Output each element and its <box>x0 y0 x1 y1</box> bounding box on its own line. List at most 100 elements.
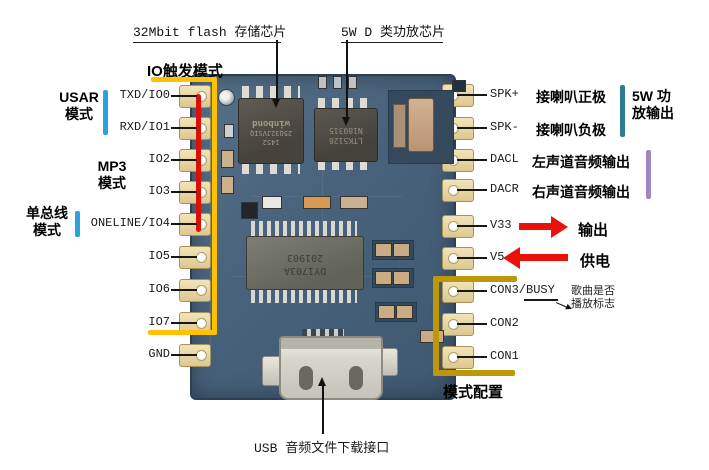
amp-output-label: 5W 功 放输出 <box>632 88 692 122</box>
pin-leader <box>457 94 487 96</box>
v5-desc: 供电 <box>580 253 611 270</box>
spk-plus-desc: 接喇叭正极 <box>536 89 606 105</box>
usb-contacts <box>302 329 344 338</box>
usb-label: USB 音频文件下载接口 <box>254 441 390 456</box>
pin-label-v33: V33 <box>490 218 512 232</box>
usb-slot <box>349 366 363 390</box>
pin-leader <box>171 127 197 129</box>
pin-leader <box>457 189 487 191</box>
mp3-mode-line1: MP3 <box>97 158 127 174</box>
usb-lip <box>281 338 381 349</box>
v5-arrow-icon <box>503 247 520 269</box>
pin-leader <box>457 257 487 259</box>
pin-label-txd-io0: TXD/IO0 <box>119 88 170 102</box>
busy-note: 歌曲是否 播放标志 <box>571 285 615 311</box>
capacitor <box>393 104 406 148</box>
flash-marking-brand: winbond <box>252 117 290 128</box>
amp-output-bar <box>620 85 625 137</box>
capacitor <box>303 196 331 209</box>
gold-bracket-vertical <box>433 276 439 376</box>
pad-hole <box>196 350 207 361</box>
pin-leader <box>457 356 487 358</box>
amp-chip-label: 5W D 类功放芯片 <box>341 21 445 43</box>
pin-label-io3: IO3 <box>148 184 170 198</box>
edge-pad <box>333 76 342 89</box>
yellow-bracket-vertical <box>212 77 217 335</box>
capacitor <box>221 176 234 194</box>
pin-label-io5: IO5 <box>148 249 170 263</box>
amp-output-line1: 5W 功 <box>632 88 671 104</box>
amp-marking-code: N180315 <box>329 126 363 135</box>
mcu-marking-code: 201903 <box>286 252 324 263</box>
pad-hole <box>196 318 207 329</box>
v33-desc: 输出 <box>578 222 609 239</box>
amp-chip-legs <box>318 98 372 109</box>
flash-pointer-line <box>276 40 278 100</box>
mounting-hole <box>218 89 235 106</box>
usart-mode-bar <box>103 90 108 135</box>
resistor <box>396 305 413 319</box>
pin-label-oneline-io4: ONELINE/IO4 <box>90 216 170 230</box>
flash-chip: 1452 25Q32JVSIQ winbond <box>238 98 304 164</box>
pin-leader <box>171 354 197 356</box>
yellow-bracket-bottom <box>148 330 217 335</box>
resistor <box>393 243 410 257</box>
gold-bracket-bottom <box>433 370 515 376</box>
pin-leader <box>171 223 197 225</box>
pin-leader <box>171 191 197 193</box>
pin-label-io7: IO7 <box>148 315 170 329</box>
v33-arrow-icon <box>551 216 568 238</box>
usart-mode-line1: USAR <box>59 89 99 105</box>
mcu-marking-part: DY1703A <box>283 264 327 276</box>
pin-label-io6: IO6 <box>148 282 170 296</box>
yellow-bracket-top <box>151 77 217 82</box>
pin-label-con1: CON1 <box>490 349 519 363</box>
usb-pointer-line <box>322 386 324 434</box>
amp-arrow-icon <box>342 117 350 126</box>
pin-label-dacr: DACR <box>490 182 519 196</box>
pin-label-io2: IO2 <box>148 152 170 166</box>
amp-chip-legs <box>318 159 372 170</box>
one-wire-mode-line2: 模式 <box>33 222 61 238</box>
pin-label-dacl: DACL <box>490 152 519 166</box>
usart-mode-line2: 模式 <box>65 106 93 122</box>
transistor <box>241 202 258 219</box>
capacitor <box>221 150 234 168</box>
resistor <box>375 243 392 257</box>
mp3-mode-label: MP3 模式 <box>88 158 136 192</box>
flash-arrow-icon <box>272 99 280 108</box>
pin-leader <box>457 290 487 292</box>
busy-underline <box>524 299 558 301</box>
usb-arrow-icon <box>318 377 326 386</box>
flash-chip-label: 32Mbit flash 存储芯片 <box>133 21 286 43</box>
io-trigger-mode-label: IO触发模式 <box>147 63 223 80</box>
spk-minus-desc: 接喇叭负极 <box>536 122 606 138</box>
edge-pad <box>348 76 357 89</box>
usb-connector <box>279 336 383 400</box>
mp3-mode-line2: 模式 <box>98 175 126 191</box>
pin-leader <box>457 159 487 161</box>
pin-label-spk-plus: SPK+ <box>490 87 519 101</box>
edge-component <box>452 80 466 92</box>
usb-slot <box>299 366 313 390</box>
pin-label-con3-busy: CON3/BUSY <box>490 283 555 297</box>
flash-marking-part: 25Q32JVSIQ <box>249 128 293 137</box>
v5-arrow-shaft <box>519 254 568 261</box>
red-range-line <box>196 94 201 232</box>
pin-leader <box>457 127 487 129</box>
one-wire-mode-line1: 单总线 <box>26 205 68 221</box>
pin-leader <box>171 95 197 97</box>
pin-label-rxd-io1: RXD/IO1 <box>119 120 170 134</box>
pin-label-v5: V5 <box>490 250 505 264</box>
usart-mode-label: USAR 模式 <box>56 89 102 123</box>
pad-hole <box>196 252 207 263</box>
flash-marking-lot: 1452 <box>262 137 280 146</box>
pin-leader <box>457 323 487 325</box>
v33-arrow-shaft <box>519 223 553 230</box>
dacl-desc: 左声道音频输出 <box>532 154 630 170</box>
mcu-chip-pins <box>251 221 357 237</box>
resistor <box>378 305 395 319</box>
mode-config-label: 模式配置 <box>443 384 504 401</box>
capacitor <box>408 98 434 152</box>
gold-bracket-top <box>433 276 517 282</box>
